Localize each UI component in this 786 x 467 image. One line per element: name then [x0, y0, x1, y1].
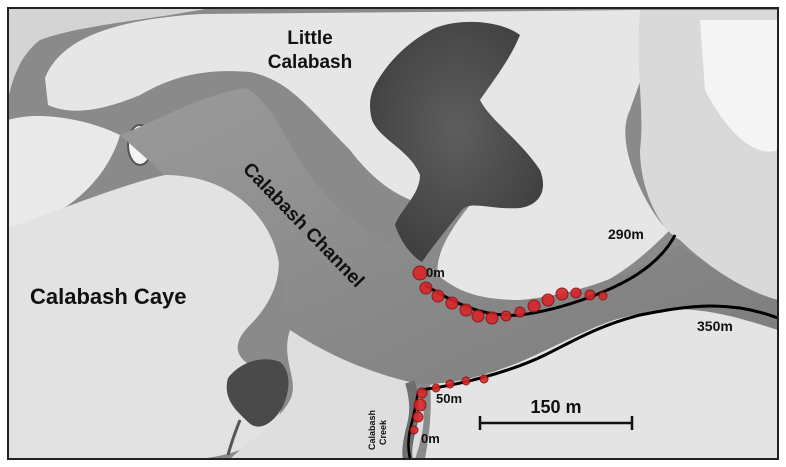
survey-point	[413, 398, 427, 412]
survey-point	[598, 291, 608, 301]
survey-point	[419, 281, 433, 295]
survey-point	[500, 310, 512, 322]
survey-point	[555, 287, 569, 301]
southwest-lagoon	[226, 359, 289, 427]
survey-point	[431, 383, 441, 393]
survey-point	[445, 296, 459, 310]
survey-point	[459, 303, 473, 317]
label-little-calabash-line2: Calabash	[268, 52, 352, 73]
marker-creek-50m: 50m	[436, 391, 462, 406]
survey-point	[541, 293, 555, 307]
survey-point	[461, 376, 471, 386]
scale-bar: 150 m	[478, 397, 634, 430]
survey-point	[445, 379, 455, 389]
survey-points-north	[412, 265, 608, 325]
survey-point	[412, 265, 428, 281]
survey-point	[409, 425, 419, 435]
map-border	[7, 7, 779, 460]
survey-point	[479, 374, 489, 384]
northeast-bright-patch	[700, 20, 778, 152]
label-calabash-creek-line1: Calabash	[367, 410, 377, 450]
calabash-channel-water	[120, 88, 778, 384]
south-land	[230, 330, 424, 459]
survey-points-south	[409, 374, 489, 435]
survey-point	[431, 289, 445, 303]
little-calabash-lagoon	[370, 21, 544, 263]
southwest-lagoon-outlet	[226, 419, 242, 456]
northwest-land	[8, 8, 210, 100]
little-calabash-island	[45, 10, 670, 303]
survey-point	[412, 411, 424, 423]
label-calabash-creek-line2: Creek	[378, 419, 388, 445]
survey-point	[527, 299, 541, 313]
calabash-caye-land	[8, 174, 283, 459]
texture-overlay	[8, 8, 778, 459]
survey-point	[514, 306, 526, 318]
label-calabash-caye: Calabash Caye	[30, 284, 187, 309]
survey-point	[584, 289, 596, 301]
southeast-land	[425, 305, 778, 459]
survey-point	[416, 387, 428, 399]
marker-creek-0m: 0m	[421, 431, 440, 446]
scale-bar-label: 150 m	[530, 397, 581, 417]
survey-point	[485, 311, 499, 325]
survey-point	[570, 287, 582, 299]
west-islet-land	[8, 115, 120, 228]
marker-channel-0m: 0m	[426, 265, 445, 280]
label-little-calabash-line1: Little	[287, 28, 332, 49]
survey-point	[471, 309, 485, 323]
marker-shore-350m: 350m	[697, 318, 733, 334]
marker-channel-290m: 290m	[608, 226, 644, 242]
